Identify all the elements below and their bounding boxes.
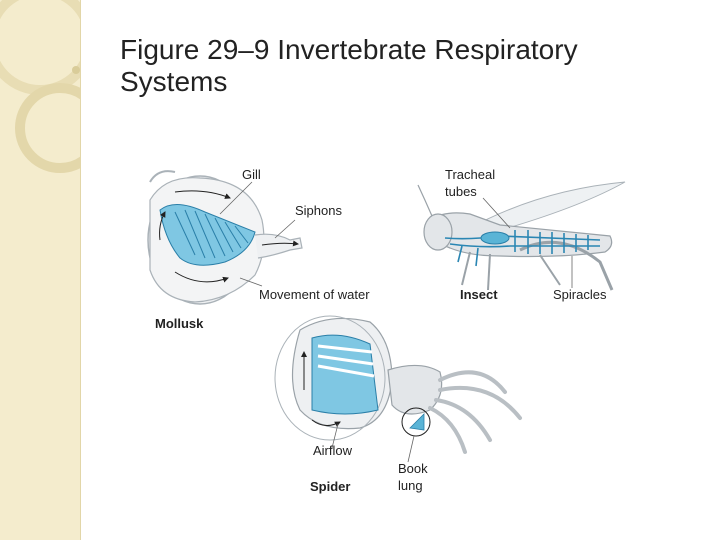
mollusk-illustration (147, 170, 303, 305)
title-line-1: Figure 29–9 Invertebrate Respiratory (120, 34, 578, 65)
sidebar-rings-decoration (0, 0, 80, 173)
label-insect: Insect (460, 287, 498, 302)
label-book-line-1: Book (398, 461, 428, 476)
slide-title: Figure 29–9 Invertebrate Respiratory Sys… (120, 34, 700, 98)
label-mollusk: Mollusk (155, 316, 204, 331)
label-spiracles: Spiracles (553, 287, 607, 302)
label-spider: Spider (310, 479, 351, 494)
label-tracheal-line-1: Tracheal (445, 167, 496, 182)
spider-illustration (274, 315, 522, 463)
title-line-2: Systems (120, 66, 228, 97)
decorative-sidebar (0, 0, 81, 540)
label-gill: Gill (242, 167, 261, 182)
insect-illustration (417, 181, 626, 291)
label-movement-of-water: Movement of water (259, 287, 370, 302)
label-siphons: Siphons (295, 203, 342, 218)
label-book-line-2: lung (398, 478, 423, 493)
label-tracheal-line-2: tubes (445, 184, 477, 199)
label-airflow: Airflow (313, 443, 353, 458)
